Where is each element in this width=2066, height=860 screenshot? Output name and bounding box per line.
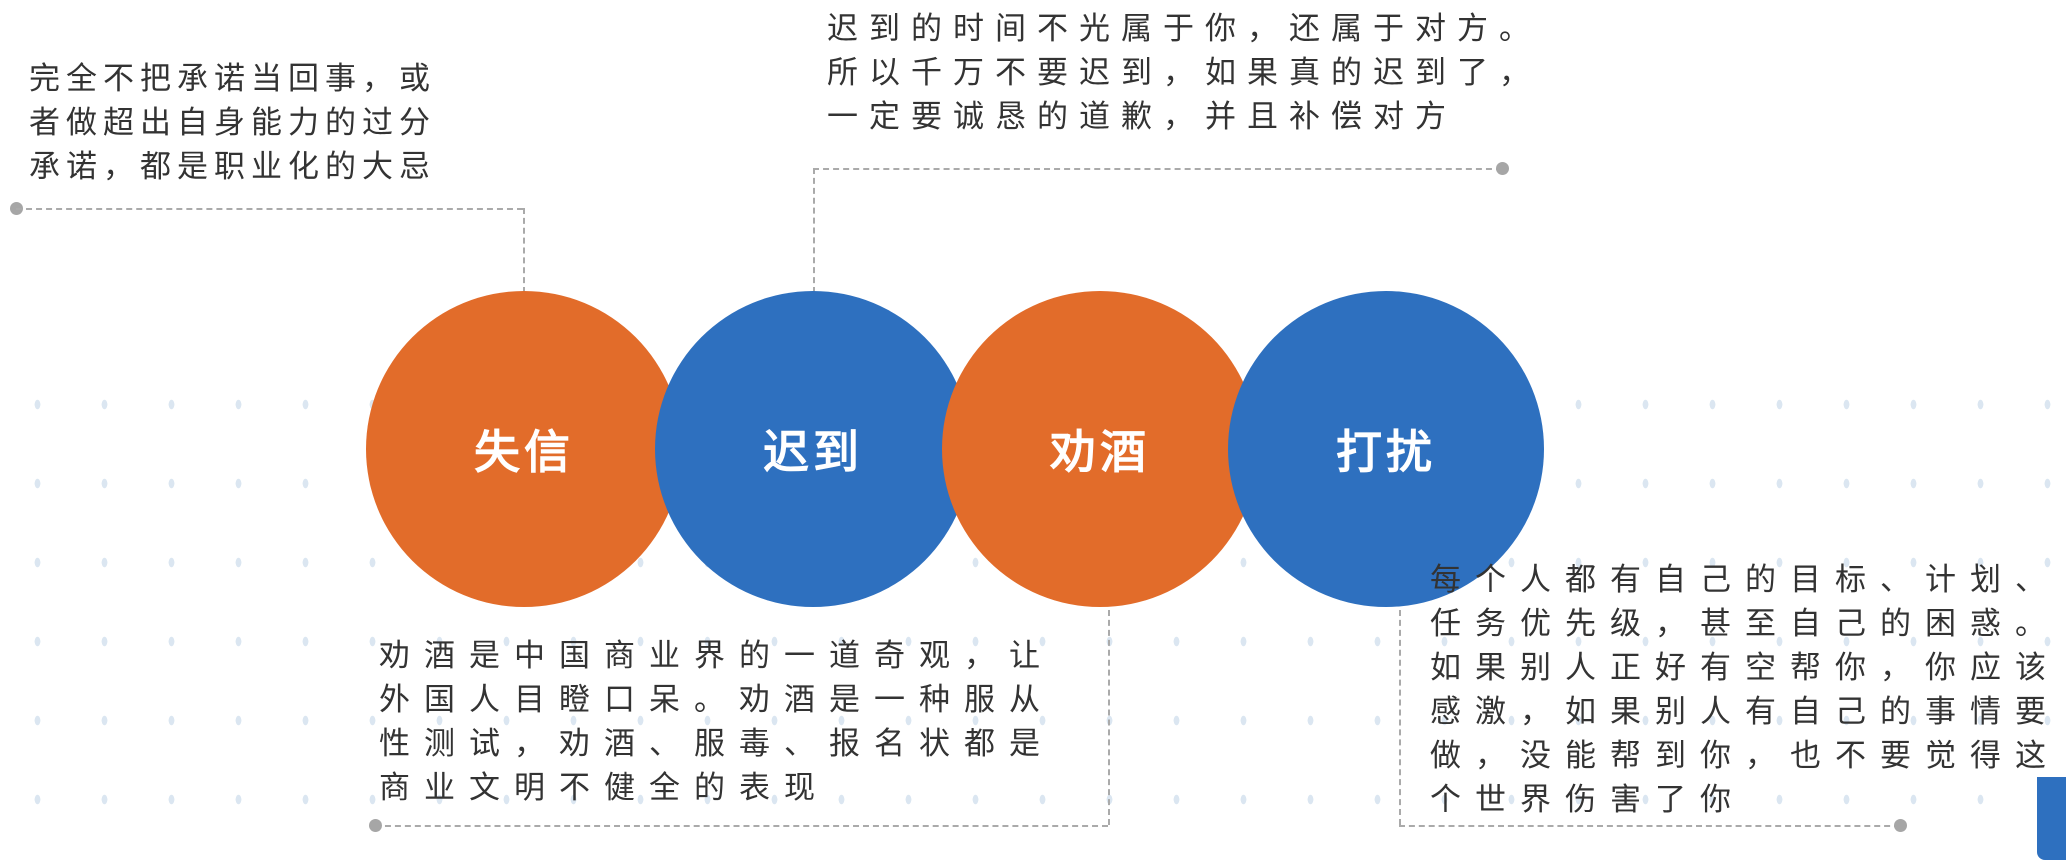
circle-darao: 打扰 (1228, 291, 1544, 607)
circle-label: 打扰 (1336, 425, 1436, 479)
connector-line (16, 208, 523, 210)
connector-line (813, 168, 1502, 170)
text-line: 感激，如果别人有自己的事情要 (1430, 694, 2060, 730)
text-line: 一定要诚恳的道歉，并且补偿对方 (827, 99, 1457, 135)
text-line: 迟到的时间不光属于你，还属于对方。 (827, 11, 1541, 47)
connector-line (813, 168, 815, 293)
text-line: 者做超出自身能力的过分 (29, 105, 436, 141)
text-line: 做，没能帮到你，也不要觉得这 (1430, 738, 2060, 774)
connector-dot (1496, 162, 1509, 175)
text-line: 所以千万不要迟到，如果真的迟到了， (827, 55, 1541, 91)
corner-accent-block (2037, 777, 2066, 860)
description-darao: 每个人都有自己的目标、计划、 任务优先级，甚至自己的困惑。 如果别人正好有空帮你… (1430, 558, 2060, 822)
circle-label: 迟到 (763, 425, 863, 479)
description-quanjiu: 劝酒是中国商业界的一道奇观，让 外国人目瞪口呆。劝酒是一种服从 性测试，劝酒、服… (379, 634, 1054, 810)
description-shixin: 完全不把承诺当回事，或 者做超出自身能力的过分 承诺，都是职业化的大忌 (29, 57, 436, 189)
text-line: 劝酒是中国商业界的一道奇观，让 (379, 638, 1054, 674)
circle-shixin: 失信 (366, 291, 682, 607)
description-chidao: 迟到的时间不光属于你，还属于对方。 所以千万不要迟到，如果真的迟到了， 一定要诚… (827, 7, 1541, 139)
connector-line (375, 825, 1108, 827)
text-line: 完全不把承诺当回事，或 (29, 61, 436, 97)
text-line: 每个人都有自己的目标、计划、 (1430, 562, 2060, 598)
connector-line (1108, 600, 1110, 825)
text-line: 任务优先级，甚至自己的困惑。 (1430, 606, 2060, 642)
connector-dot (369, 819, 382, 832)
circle-label: 失信 (474, 425, 574, 479)
text-line: 外国人目瞪口呆。劝酒是一种服从 (379, 682, 1054, 718)
circle-chidao: 迟到 (655, 291, 971, 607)
connector-line (523, 208, 525, 293)
circle-label: 劝酒 (1050, 425, 1150, 479)
text-line: 商业文明不健全的表现 (379, 770, 829, 806)
connector-line (1399, 825, 1900, 827)
connector-line (1399, 600, 1401, 825)
text-line: 个世界伤害了你 (1430, 782, 1745, 818)
text-line: 承诺，都是职业化的大忌 (29, 149, 436, 185)
connector-dot (1894, 819, 1907, 832)
text-line: 如果别人正好有空帮你，你应该 (1430, 650, 2060, 686)
text-line: 性测试，劝酒、服毒、报名状都是 (379, 726, 1054, 762)
circle-quanjiu: 劝酒 (942, 291, 1258, 607)
